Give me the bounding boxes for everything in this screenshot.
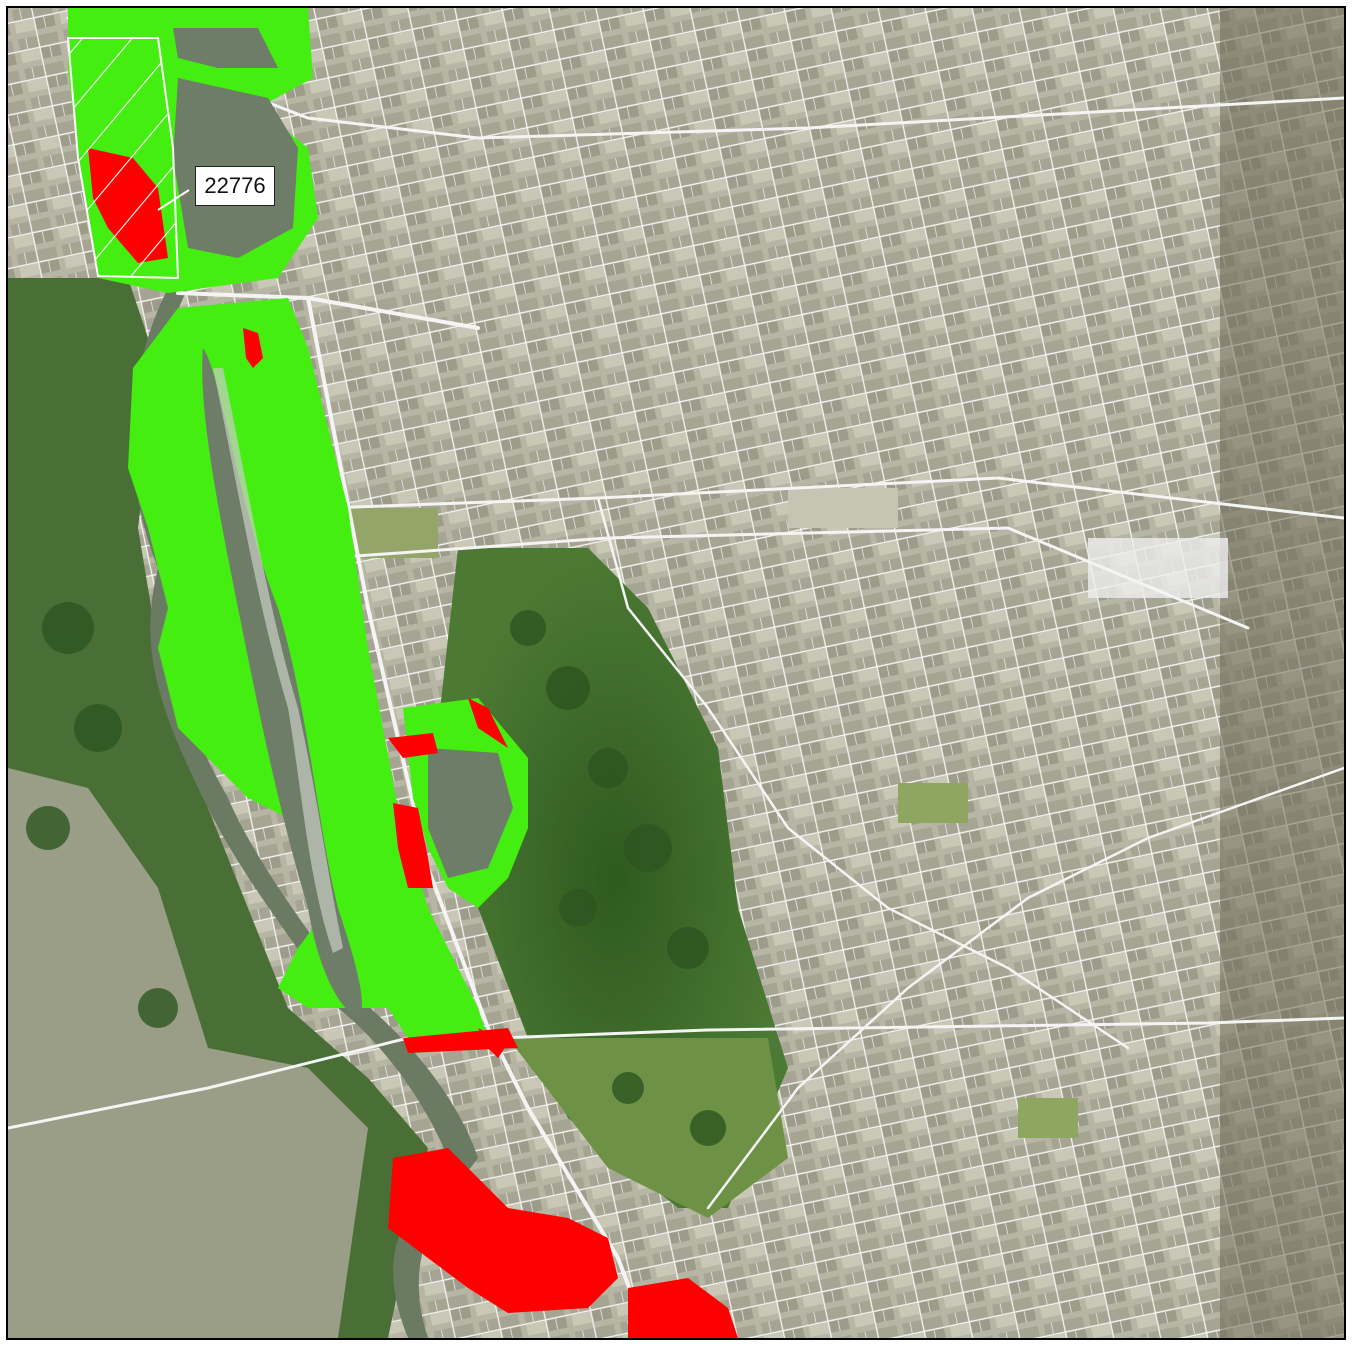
- label-leader-line: [157, 189, 190, 211]
- parking-lot: [788, 488, 898, 528]
- tree-clusters: [26, 602, 726, 1146]
- parcel-label[interactable]: 22776: [195, 166, 275, 206]
- plaza-block: [1088, 538, 1228, 598]
- runway-pale-strip: [213, 368, 343, 953]
- grass-field: [898, 783, 968, 823]
- east-edge-tile: [1220, 8, 1344, 1338]
- western-residential: [8, 768, 368, 1338]
- hatched-parcel-outline: [66, 37, 180, 280]
- park-lawn: [508, 1038, 788, 1218]
- aerial-map[interactable]: [8, 8, 1344, 1338]
- map-frame: 22776: [6, 6, 1346, 1340]
- grass-field-3: [1018, 1098, 1078, 1138]
